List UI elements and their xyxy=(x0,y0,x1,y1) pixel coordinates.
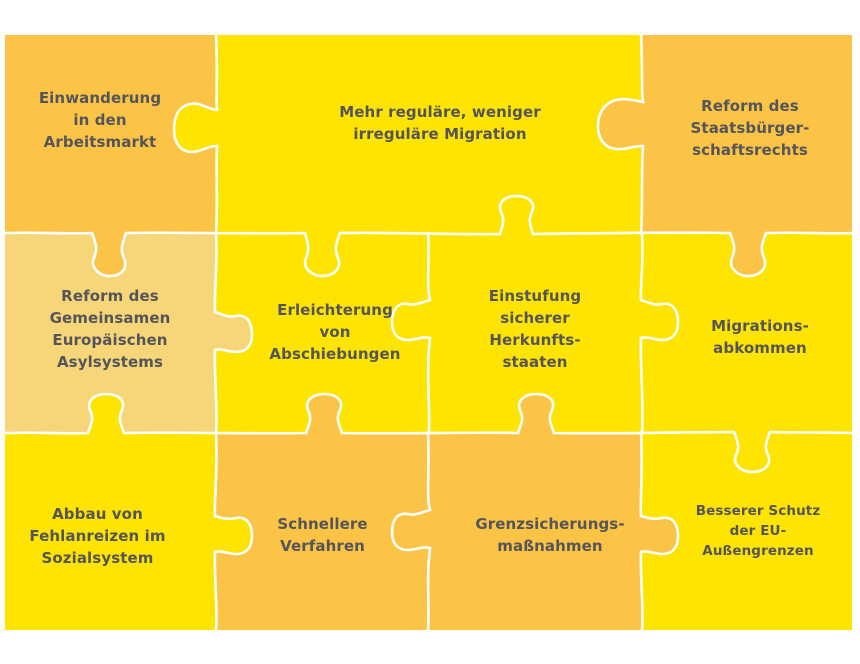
piece-fehlanreize xyxy=(5,432,217,630)
piece-grenzsicherung xyxy=(428,432,643,630)
label-herkunftsstaaten: Einstufung sicherer Herkunfts- staaten xyxy=(488,287,582,371)
label-staatsbuergerschaft: Reform des Staatsbürger- schaftsrechts xyxy=(690,97,810,159)
piece-staatsbuergerschaft xyxy=(641,35,852,234)
label-fehlanreize: Abbau von Fehlanreizen im Sozialsystem xyxy=(29,505,166,567)
label-geas: Reform des Gemeinsamen Europäischen Asyl… xyxy=(49,287,171,371)
label-einwanderung: Einwanderung in den Arbeitsmarkt xyxy=(38,89,162,151)
piece-mehr-regulaere xyxy=(215,35,643,234)
label-abschiebungen: Erleichterung von Abschiebungen xyxy=(269,301,401,363)
puzzle-seams xyxy=(3,33,854,632)
label-migrationsabkommen: Migrations- abkommen xyxy=(711,317,809,357)
label-grenzsicherung: Grenzsicherungs- maßnahmen xyxy=(475,515,625,555)
label-mehr-regulaere: Mehr reguläre, weniger irreguläre Migrat… xyxy=(339,103,541,143)
label-aussengrenzen: Besserer Schutz der EU- Außengrenzen xyxy=(695,503,821,559)
label-verfahren: Schnellere Verfahren xyxy=(277,515,368,555)
puzzle-knobs xyxy=(88,99,770,554)
